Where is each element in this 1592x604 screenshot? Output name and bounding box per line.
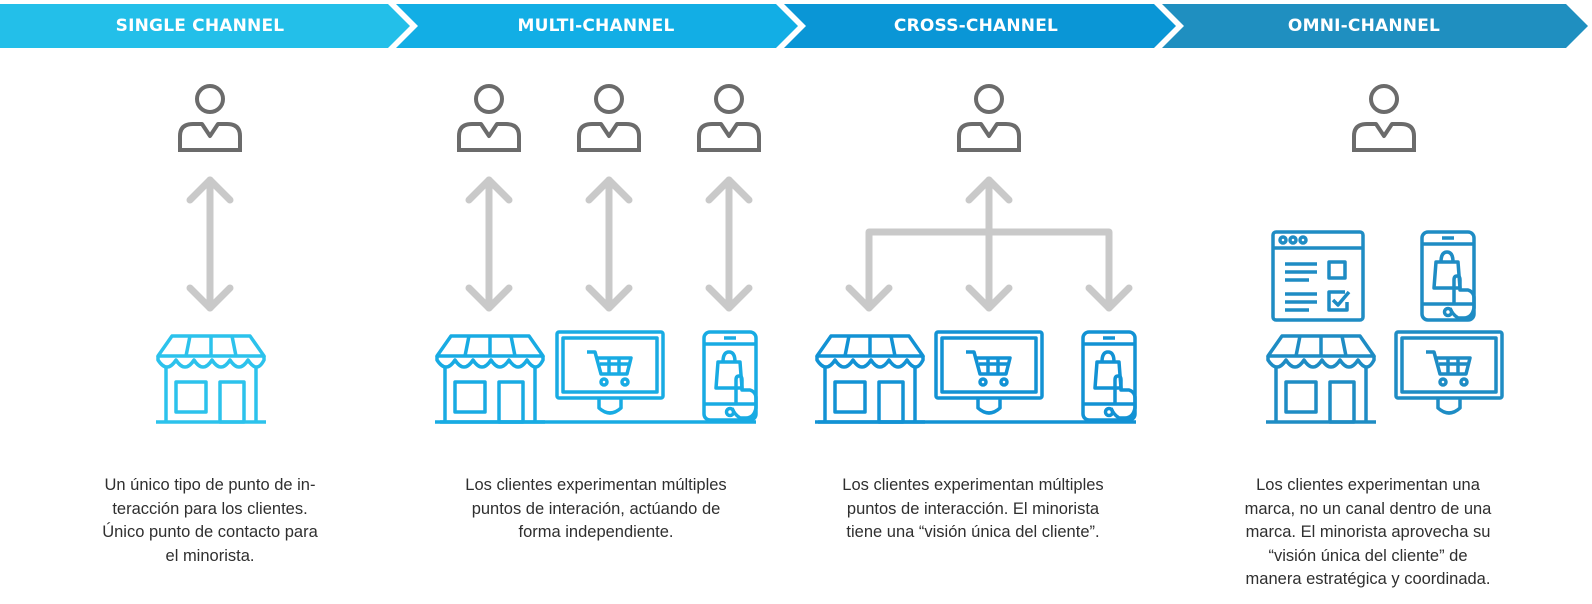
double-arrow-icon bbox=[709, 180, 749, 308]
stage-title-single: SINGLE CHANNEL bbox=[115, 16, 285, 36]
browser-checklist-icon bbox=[1271, 230, 1365, 322]
store-icon bbox=[433, 334, 547, 424]
stage-description-multi: Los clientes experimentan múltiples punt… bbox=[465, 476, 727, 541]
person-icon bbox=[955, 84, 1023, 152]
person-icon bbox=[455, 84, 523, 152]
stage-description-single: Un único tipo de punto de in- teracción … bbox=[102, 476, 318, 565]
phone-shopping-icon bbox=[1420, 230, 1476, 322]
diagram-canvas bbox=[154, 84, 1504, 424]
omni-channel-column bbox=[1264, 84, 1504, 424]
multi-channel-column bbox=[433, 84, 763, 424]
double-arrow-icon bbox=[190, 180, 230, 308]
monitor-cart-icon bbox=[1394, 330, 1504, 415]
banner-segment-cross bbox=[784, 4, 1176, 48]
store-icon bbox=[154, 334, 268, 424]
double-arrow-icon bbox=[589, 180, 629, 308]
banner-segment-omni bbox=[1162, 4, 1588, 48]
person-icon bbox=[695, 84, 763, 152]
monitor-cart-icon bbox=[555, 330, 665, 415]
store-icon bbox=[813, 334, 927, 424]
cross-channel-column bbox=[813, 84, 1137, 424]
person-icon bbox=[176, 84, 244, 152]
store-icon bbox=[1264, 334, 1378, 424]
phone-shopping-icon bbox=[1081, 330, 1137, 422]
stage-title-multi: MULTI-CHANNEL bbox=[517, 16, 675, 36]
phone-shopping-icon bbox=[702, 330, 758, 422]
stage-description-omni: Los clientes experimentan una marca, no … bbox=[1244, 476, 1492, 588]
stage-title-omni: OMNI-CHANNEL bbox=[1287, 16, 1441, 36]
stage-description-cross: Los clientes experimentan múltiples punt… bbox=[842, 476, 1104, 541]
double-arrow-icon bbox=[469, 180, 509, 308]
branch-arrow-icon bbox=[845, 176, 1133, 312]
banner-chevrons bbox=[0, 4, 1588, 48]
person-icon bbox=[1350, 84, 1418, 152]
banner-segment-multi bbox=[396, 4, 798, 48]
single-channel-column bbox=[154, 84, 268, 424]
stage-title-cross: CROSS-CHANNEL bbox=[893, 16, 1059, 36]
channel-banner: SINGLE CHANNEL MULTI-CHANNEL CROSS-CHANN… bbox=[0, 0, 1592, 52]
banner-segment-single bbox=[0, 4, 410, 48]
person-icon bbox=[575, 84, 643, 152]
monitor-cart-icon bbox=[934, 330, 1044, 415]
